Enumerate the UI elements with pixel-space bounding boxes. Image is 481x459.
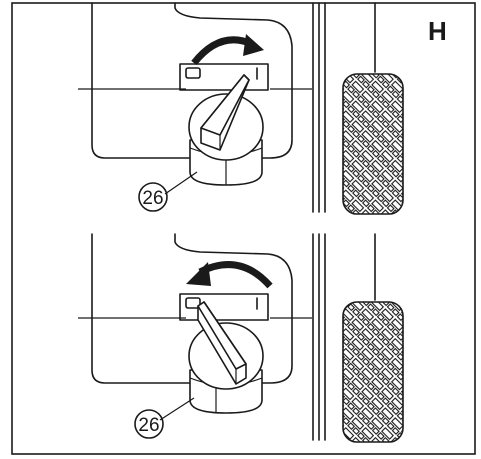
top-callout-number: 26 — [142, 188, 163, 209]
bottom-knob-grip — [197, 301, 247, 370]
bottom-callout-leader — [159, 397, 195, 421]
bottom-tread-bar — [342, 301, 404, 443]
top-rotate-arrow-icon — [243, 34, 264, 56]
top-indicator-square-icon — [185, 67, 201, 79]
panel-label: H — [428, 16, 447, 46]
bottom-callout-number: 26 — [138, 415, 159, 436]
bottom-view: 26 — [78, 233, 404, 443]
top-rotate-arrow-shaft — [191, 36, 254, 66]
figure-frame — [11, 2, 476, 455]
top-body-contour — [174, 2, 293, 159]
bottom-body-outline — [91, 233, 191, 384]
bottom-callout-circle — [134, 409, 164, 439]
top-view: 26 — [78, 2, 404, 215]
bottom-indicator-square-icon — [185, 297, 201, 309]
top-tread-bar — [342, 73, 404, 215]
top-switch-plate — [179, 63, 269, 91]
bottom-body-contour — [174, 233, 293, 384]
bottom-switch-plate — [179, 293, 269, 321]
bottom-rotate-arrow-icon — [186, 262, 211, 286]
top-callout-leader — [164, 171, 198, 195]
top-knob-grip — [200, 74, 250, 136]
top-callout-circle — [138, 182, 168, 212]
top-body-outline — [91, 2, 191, 159]
